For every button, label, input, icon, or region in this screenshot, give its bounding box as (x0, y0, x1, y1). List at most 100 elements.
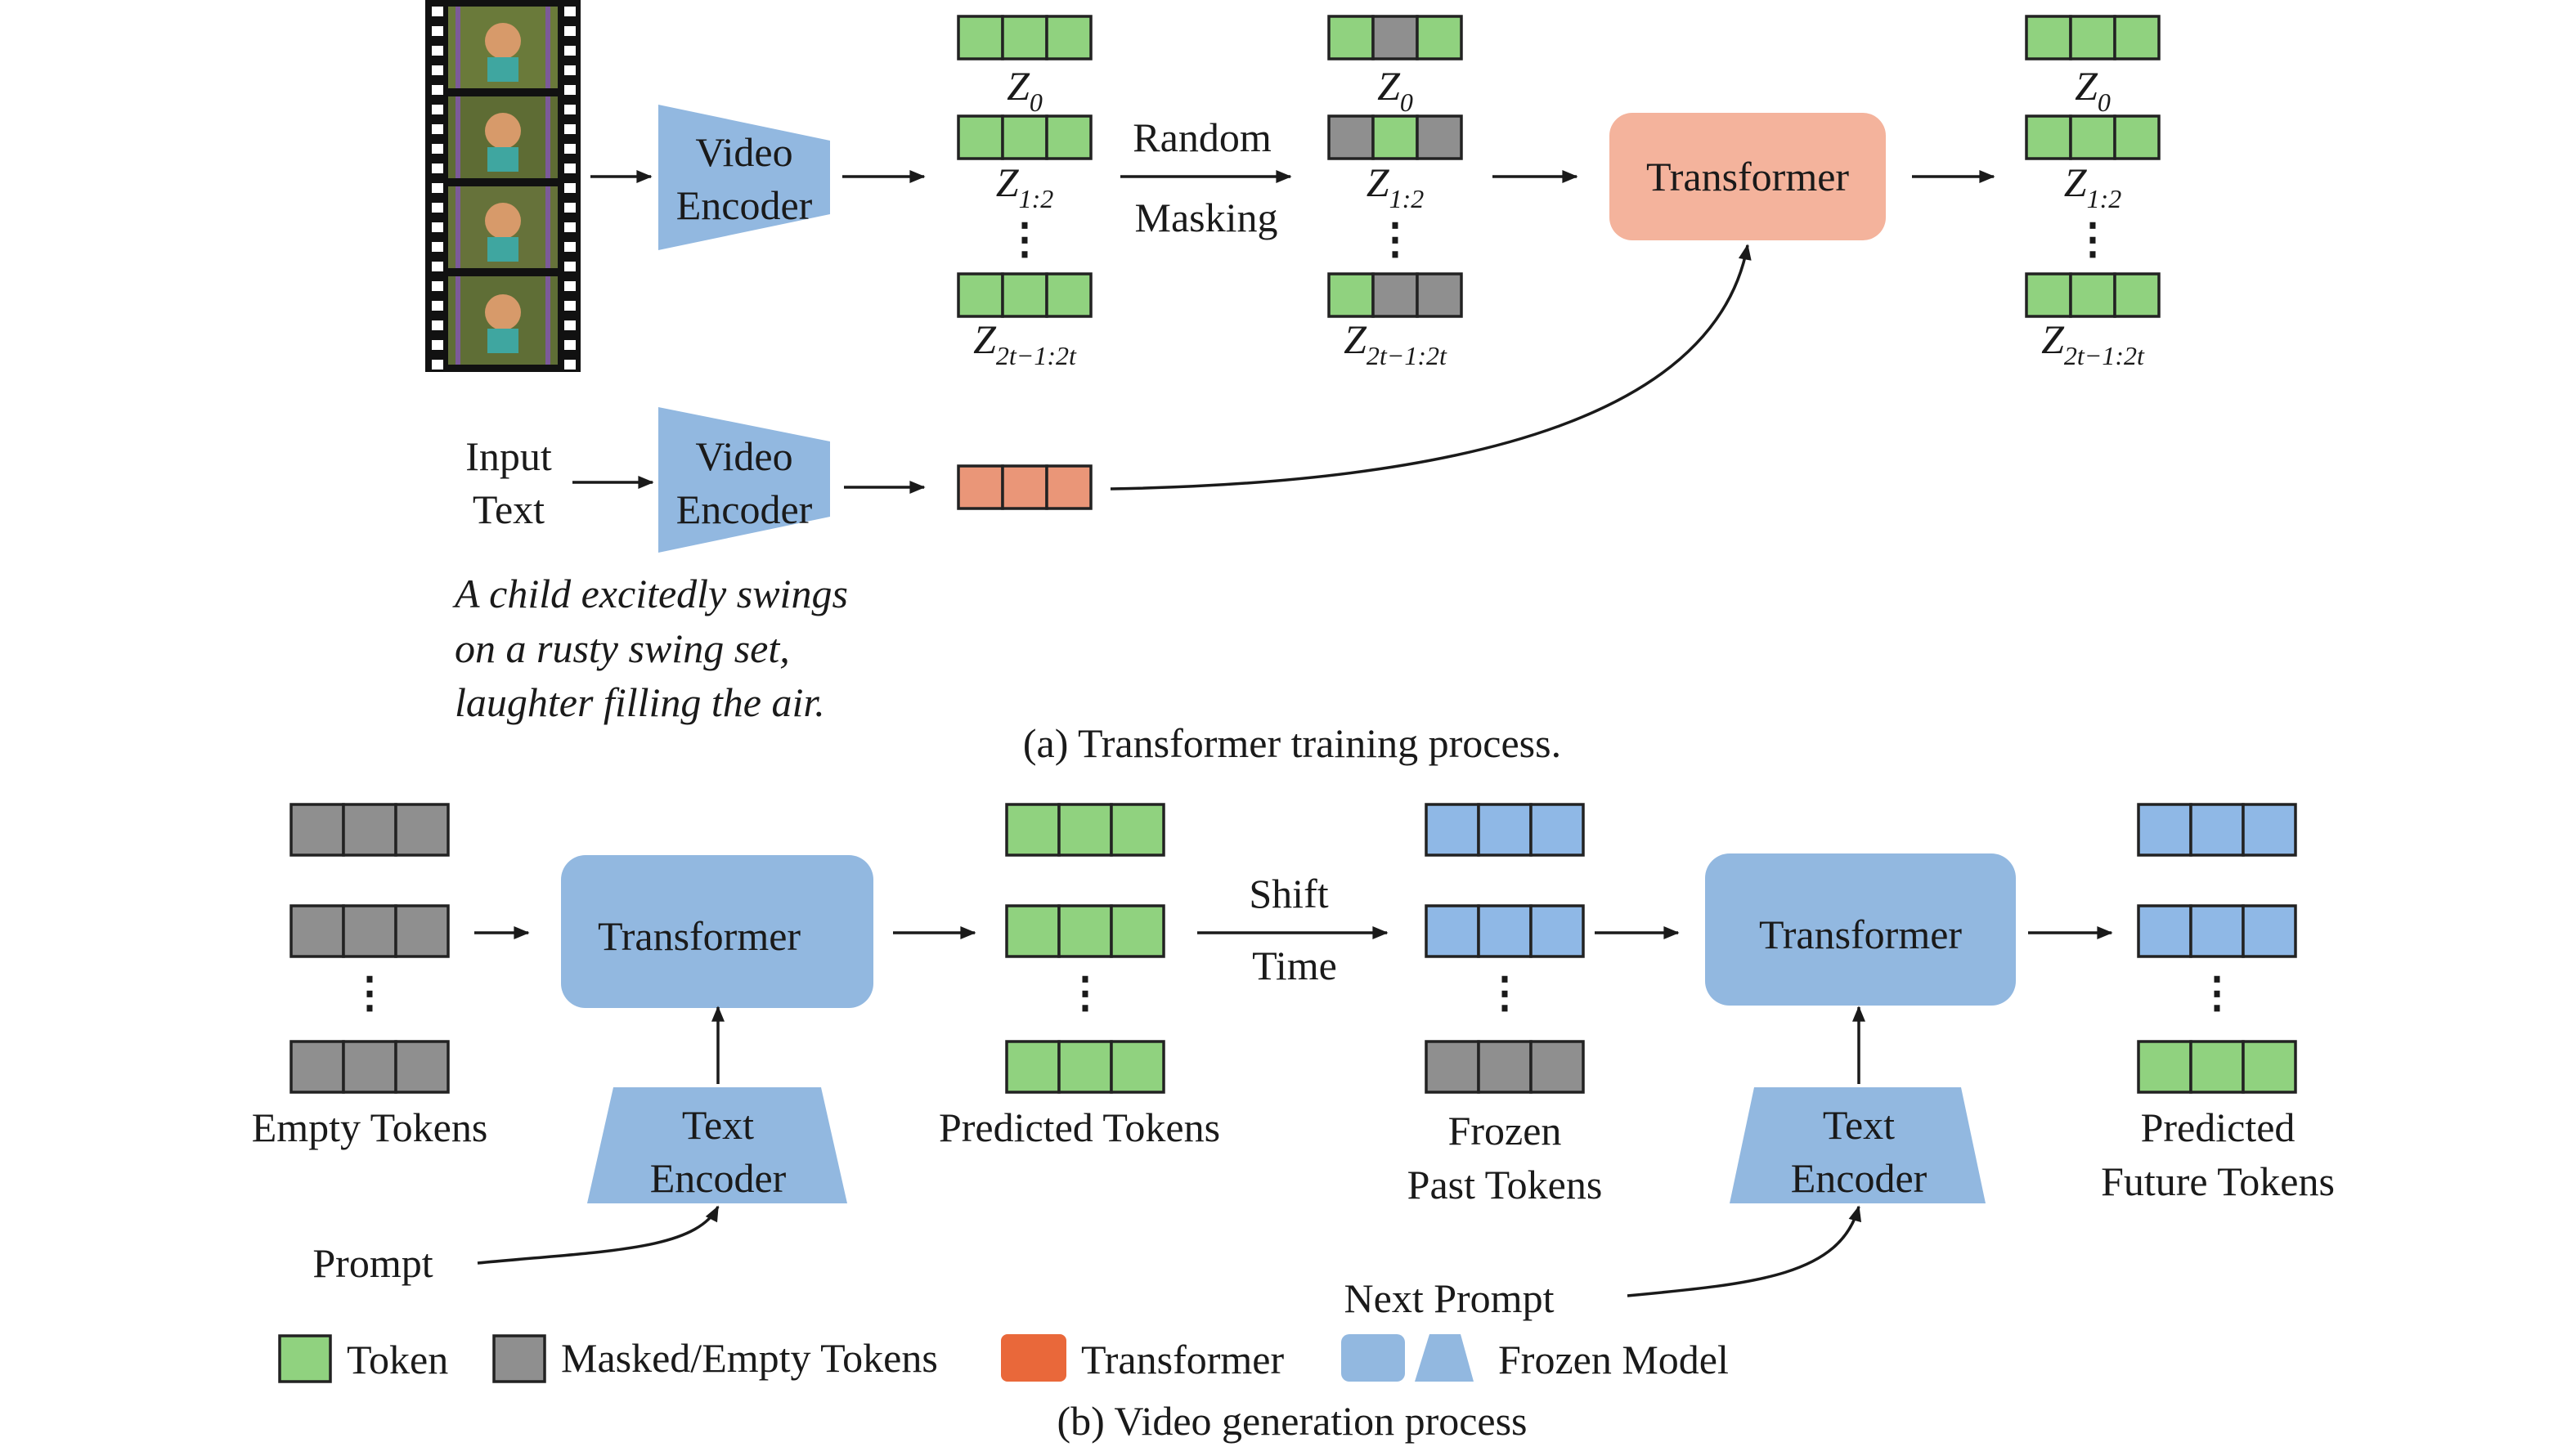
legend-frozen-label: Frozen Model (1498, 1337, 1729, 1382)
token-cell (957, 272, 1004, 318)
text-encoder-2-label: Text (1823, 1102, 1895, 1148)
arrow-text-tokens-to-transformer (1110, 244, 1752, 491)
token-cell (2113, 272, 2161, 318)
film-hole (432, 183, 443, 193)
predicted-future-label-2: Future Tokens (2101, 1158, 2335, 1204)
prompt-text-line-2: on a rusty swing set, (455, 625, 790, 671)
film-hole (564, 281, 576, 291)
token-cell (2137, 803, 2192, 857)
token-column-masked: ⋮ (1327, 15, 1463, 318)
caption-a: (a) Transformer training process. (1023, 720, 1561, 766)
z-label: Z2t−1:2t (2041, 316, 2145, 370)
token-cell (289, 803, 345, 857)
token-cell (1045, 464, 1093, 510)
film-hole (564, 65, 576, 75)
token-cell (2113, 15, 2161, 60)
transformer-training-label: Transformer (1646, 154, 1849, 199)
film-hole (564, 144, 576, 154)
empty-tokens-label: Empty Tokens (252, 1104, 488, 1150)
legend-transformer-swatch (1001, 1334, 1066, 1382)
token-cell (1045, 272, 1093, 318)
token-cell (1045, 114, 1093, 160)
token-cell (1001, 114, 1048, 160)
film-hole (564, 262, 576, 271)
token-cell (2137, 1040, 2192, 1094)
legend-masked-label: Masked/Empty Tokens (561, 1335, 938, 1381)
next-prompt-label: Next Prompt (1344, 1275, 1555, 1321)
predicted-future-label-1: Predicted (2141, 1104, 2296, 1150)
token-cell (1416, 272, 1463, 318)
token-cell (2069, 272, 2116, 318)
film-hole (432, 164, 443, 173)
prompt-text-line-1: A child excitedly swings (452, 571, 848, 616)
token-cell (1057, 1040, 1113, 1094)
frozen-past-label-2: Past Tokens (1407, 1162, 1603, 1207)
token-cell (1477, 904, 1533, 958)
token-cell (2242, 803, 2297, 857)
text-encoder-2-label-2: Encoder (1791, 1155, 1928, 1201)
token-cell (2189, 803, 2245, 857)
token-cell (957, 114, 1004, 160)
token-cell (1327, 272, 1375, 318)
legend-transformer-label: Transformer (1081, 1337, 1284, 1382)
token-cell (2242, 904, 2297, 958)
token-cell (1529, 1040, 1585, 1094)
token-cell (1529, 904, 1585, 958)
film-hole (432, 7, 443, 16)
film-hole (432, 281, 443, 291)
ellipsis-dots: ⋮ (1374, 217, 1416, 263)
token-cell (2025, 272, 2072, 318)
token-column-output: ⋮ (2025, 15, 2161, 318)
token-cell (2025, 15, 2072, 60)
z-label: Z2t−1:2t (1344, 316, 1447, 370)
video-frame (448, 276, 558, 365)
token-cell (1057, 803, 1113, 857)
token-cell (1371, 272, 1419, 318)
shift-label: Shift (1249, 871, 1328, 916)
video-frame (448, 186, 558, 268)
transformer-box-training: Transformer (1609, 113, 1886, 240)
film-hole (564, 242, 576, 252)
token-cell (342, 803, 397, 857)
ellipsis-dots: ⋮ (348, 970, 391, 1017)
token-cell (1371, 114, 1419, 160)
random-label: Random (1133, 114, 1272, 160)
film-hole (564, 320, 576, 330)
film-hole (564, 105, 576, 114)
token-cell (1005, 803, 1061, 857)
legend-token-label: Token (347, 1337, 448, 1382)
film-hole (432, 203, 443, 213)
text-encoder-1: Text Encoder (587, 1087, 847, 1203)
token-cell (1057, 904, 1113, 958)
token-cell (957, 15, 1004, 60)
token-cell (1416, 114, 1463, 160)
token-cell (1110, 1040, 1165, 1094)
legend: Token Masked/Empty Tokens Transformer Fr… (278, 1334, 1729, 1383)
prompt-text-line-3: laughter filling the air. (455, 679, 825, 725)
film-hole (432, 65, 443, 75)
film-hole (432, 105, 443, 114)
film-hole (432, 320, 443, 330)
token-cell (2242, 1040, 2297, 1094)
ellipsis-dots: ⋮ (1064, 970, 1106, 1017)
legend-frozen-trap-swatch (1415, 1334, 1474, 1382)
video-encoder-bottom-label-2: Encoder (676, 486, 813, 532)
ellipsis-dots: ⋮ (2071, 217, 2114, 263)
prompt-label: Prompt (312, 1240, 433, 1286)
masking-label: Masking (1135, 195, 1278, 240)
token-cell (1425, 904, 1480, 958)
film-hole (432, 26, 443, 36)
arrow-prompt-to-encoder (477, 1205, 720, 1265)
video-encoder-top-label-2: Encoder (676, 182, 813, 228)
token-cell (394, 904, 450, 958)
film-hole (432, 242, 443, 252)
token-cell (2069, 114, 2116, 160)
transformer-box-gen-2: Transformer (1705, 853, 2016, 1006)
token-cell (1005, 1040, 1061, 1094)
film-hole (432, 144, 443, 154)
token-cell (1529, 803, 1585, 857)
video-frame (448, 7, 558, 88)
token-cell (394, 803, 450, 857)
token-cell (1110, 904, 1165, 958)
